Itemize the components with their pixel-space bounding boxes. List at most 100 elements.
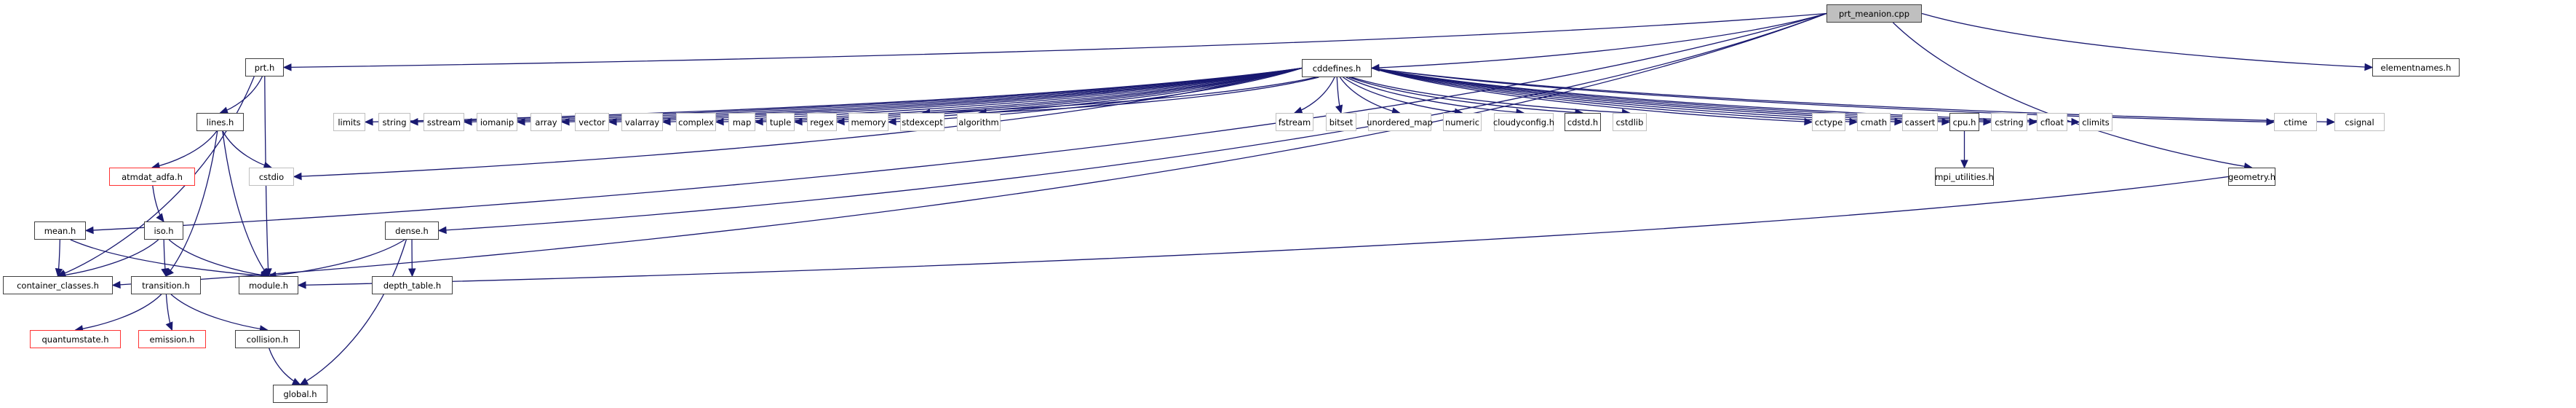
node-regex[interactable]: regex [807,113,837,131]
node-cmath[interactable]: cmath [1857,113,1891,131]
arrowhead-icon [887,117,897,126]
node-label: stdexcept [902,117,943,128]
arrowhead-icon [1983,117,1992,126]
node-label: tuple [769,117,792,128]
node-label: cpu.h [1952,117,1976,128]
node-map[interactable]: map [728,113,755,131]
arrowhead-icon [516,117,525,126]
node-label: prt.h [254,62,275,73]
node-limits[interactable]: limits [333,113,365,131]
node-label: string [382,117,407,128]
node-algorithm[interactable]: algorithm [957,113,1001,131]
edge-cddefines-to-cstdlib [1351,76,1630,114]
arrowhead-icon [111,280,121,289]
node-cdstd-h[interactable]: cdstd.h [1565,113,1601,131]
node-label: bitset [1329,117,1353,128]
arrowhead-icon [291,377,301,385]
node-cfloat[interactable]: cfloat [2037,113,2067,131]
node-geometry-h[interactable]: geometry.h [2228,168,2275,186]
node-iomanip[interactable]: iomanip [477,113,517,131]
edge-prt_meanion-to-prt [283,12,1827,68]
node-cstdio[interactable]: cstdio [249,168,294,186]
node-label: memory [851,117,886,128]
node-module-h[interactable]: module.h [239,276,298,294]
node-tuple[interactable]: tuple [766,113,795,131]
node-valarray[interactable]: valarray [621,113,663,131]
edge-prt_meanion-to-elementnames [1921,12,2373,68]
node-cstring[interactable]: cstring [1991,113,2027,131]
node-label: atmdat_adfa.h [122,171,183,182]
node-label: complex [678,117,714,128]
arrowhead-icon [156,213,164,222]
edge-lines-to-atmdat_adfa [151,130,218,168]
arrowhead-icon [560,117,570,126]
node-elementnames-h[interactable]: elementnames.h [2372,58,2460,76]
node-cddefines-h[interactable]: cddefines.h [1302,59,1372,77]
node-mpi-utilities-h[interactable]: mpi_utilities.h [1935,168,1994,186]
node-numeric[interactable]: numeric [1443,113,1482,131]
edge-transition-to-collision [170,294,268,331]
node-label: unordered_map [1367,117,1433,128]
node-complex[interactable]: complex [676,113,716,131]
node-label: iso.h [154,225,174,236]
node-collision-h[interactable]: collision.h [235,330,300,348]
edge-iso-to-module [168,239,269,277]
node-string[interactable]: string [378,113,410,131]
node-unordered-map[interactable]: unordered_map [1367,113,1433,131]
node-sstream[interactable]: sstream [424,113,464,131]
node-cloudyconfig-h[interactable]: cloudyconfig.h [1492,113,1555,131]
node-depth-table-h[interactable]: depth_table.h [372,276,453,294]
node-lines-h[interactable]: lines.h [196,113,244,131]
node-vector[interactable]: vector [575,113,609,131]
arrowhead-icon [463,117,472,126]
arrowhead-icon [1335,104,1343,114]
node-cctype[interactable]: cctype [1812,113,1845,131]
node-label: module.h [248,280,289,291]
edge-lines-to-cstdio [222,130,272,168]
edge-cddefines-to-numeric [1343,76,1463,114]
node-label: iomanip [480,117,514,128]
node-transition-h[interactable]: transition.h [131,276,201,294]
arrowhead-icon [2071,117,2080,126]
node-prt-h[interactable]: prt.h [245,58,284,76]
node-global-h[interactable]: global.h [273,385,327,403]
node-ctime[interactable]: ctime [2274,113,2317,131]
edge-prt_meanion-to-geometry [1892,22,2252,168]
node-cstdlib[interactable]: cstdlib [1613,113,1647,131]
node-array[interactable]: array [530,113,562,131]
node-climits[interactable]: climits [2079,113,2112,131]
edge-prt_meanion-to-dense [438,12,1827,232]
node-label: algorithm [958,117,999,128]
edge-prt_meanion-to-cddefines [1371,12,1827,69]
node-prt-meanion-cpp: prt_meanion.cpp [1826,4,1922,23]
arrowhead-icon [2326,117,2336,126]
node-bitset[interactable]: bitset [1326,113,1356,131]
arrowhead-icon [2364,63,2374,71]
node-cassert[interactable]: cassert [1902,113,1938,131]
arrowhead-icon [409,117,418,126]
node-iso-h[interactable]: iso.h [144,221,183,240]
node-label: limits [338,117,361,128]
arrowhead-icon [437,226,447,235]
node-emission-h[interactable]: emission.h [138,330,206,348]
node-mean-h[interactable]: mean.h [34,221,86,240]
node-label: collision.h [246,334,289,345]
node-quantumstate-h[interactable]: quantumstate.h [30,330,121,348]
node-dense-h[interactable]: dense.h [385,221,439,240]
arrowhead-icon [282,63,292,71]
node-label: emission.h [149,334,195,345]
node-fstream[interactable]: fstream [1276,113,1313,131]
node-container-classes-h[interactable]: container_classes.h [3,276,113,294]
node-label: ctime [2283,117,2307,128]
arrowhead-icon [161,267,169,278]
node-label: depth_table.h [383,280,442,291]
node-memory[interactable]: memory [848,113,889,131]
node-cpu-h[interactable]: cpu.h [1949,113,1979,131]
node-label: cloudyconfig.h [1492,117,1555,128]
node-stdexcept[interactable]: stdexcept [900,113,945,131]
node-atmdat-adfa-h[interactable]: atmdat_adfa.h [109,168,195,186]
arrowhead-icon [2266,117,2275,126]
node-label: climits [2082,117,2110,128]
node-csignal[interactable]: csignal [2334,113,2385,131]
